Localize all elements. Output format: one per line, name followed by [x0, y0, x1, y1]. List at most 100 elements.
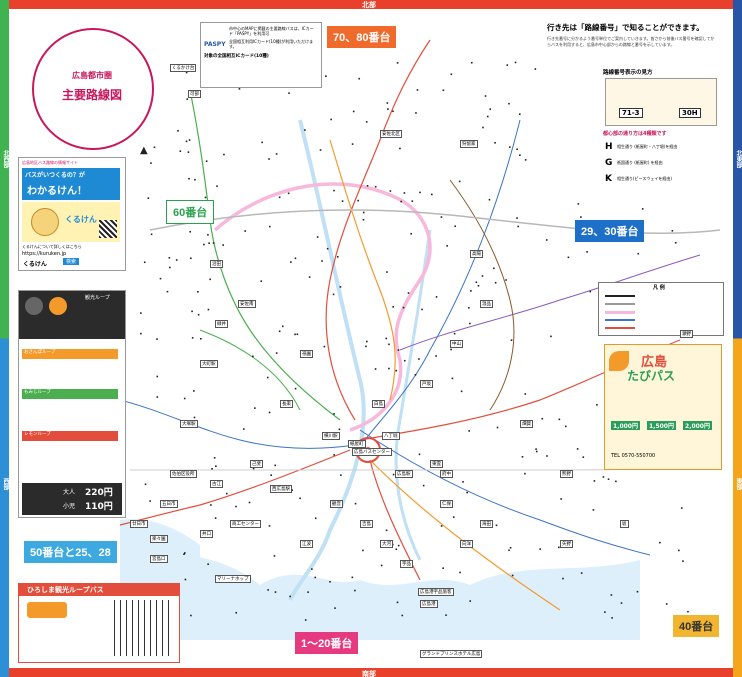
purple-route	[399, 254, 701, 351]
legend-line-black	[605, 295, 635, 297]
bus-stop-dot	[150, 233, 153, 236]
bus-stop-dot	[440, 216, 443, 218]
kuruken-ad: 広島地区バス路線の情報サイト バスがいつくるの？が わかるけん！ くるけん くる…	[18, 157, 126, 271]
bus-stop-dot	[607, 478, 610, 481]
bus-stop-dot	[211, 467, 213, 470]
place-label: 長束	[280, 400, 293, 408]
bus-stop-dot	[321, 260, 323, 262]
zone-label-70-80: 70、80番台	[327, 26, 397, 48]
bus-stop-dot	[188, 177, 190, 180]
tabi-tel: TEL 0570-550700	[611, 453, 656, 459]
bus-stop-dot	[514, 61, 517, 64]
bus-stop-dot	[207, 308, 210, 311]
bus-stop-dot	[450, 348, 452, 351]
edge-right-band	[733, 0, 742, 677]
bus-stop-dot	[191, 310, 193, 313]
bus-stop-dot	[332, 293, 335, 296]
bus-stop-dot	[156, 338, 158, 340]
bus-stop-dot	[338, 428, 341, 431]
bus-stop-dot	[466, 491, 468, 494]
place-label: 矢野	[560, 540, 573, 548]
route-type-g-label: G	[605, 158, 613, 168]
bus-stop-dot	[477, 284, 480, 287]
bus-stop-dot	[440, 525, 443, 527]
brown-route	[449, 179, 515, 411]
bus-stop-dot	[159, 277, 162, 280]
bus-stop-dot	[187, 151, 190, 153]
kanko-title-bg	[19, 584, 179, 596]
bus-stop-dot	[290, 261, 292, 263]
bus-stop-dot	[354, 502, 357, 505]
place-label: 坂	[620, 520, 629, 528]
bus-stop-dot	[671, 230, 674, 232]
kuruken-site-label: くるけんについて詳しくはこちら	[22, 244, 82, 249]
bus-stop-dot	[299, 497, 301, 500]
place-label: 向洋	[460, 540, 473, 548]
bus-stop-dot	[395, 369, 398, 372]
bus-stop-dot	[397, 544, 400, 547]
place-label: 己斐	[250, 460, 263, 468]
place-label: 観音	[330, 500, 343, 508]
bus-stop-dot	[604, 611, 606, 613]
bus-stop-dot	[386, 102, 389, 104]
bus-stop-dot	[184, 578, 187, 581]
bus-stop-dot	[446, 245, 448, 247]
kanko-timetable	[114, 600, 174, 656]
bus-stop-dot	[460, 390, 463, 393]
place-label: 瀬野	[680, 330, 693, 338]
edge-left-label: 西部	[2, 478, 9, 490]
bus-stop-dot	[191, 337, 194, 339]
bus-stop-dot	[336, 256, 339, 258]
bus-stop-dot	[620, 602, 623, 604]
bus-stop-dot	[362, 211, 365, 214]
bus-stop-dot	[362, 549, 364, 552]
bus-stop-dot	[407, 292, 410, 294]
bus-stop-dot	[567, 256, 570, 259]
bus-stop-dot	[197, 291, 199, 293]
bus-stop-dot	[266, 376, 269, 379]
loop-route-green: もみじループ	[22, 389, 118, 399]
bus-stop-dot	[222, 244, 224, 246]
bus-stop-dot	[564, 425, 567, 428]
bus-stop-dot	[534, 68, 537, 70]
place-label: 温品	[480, 300, 493, 308]
bus-stop-dot	[288, 92, 290, 94]
bus-stop-dot	[580, 572, 583, 574]
bus-stop-dot	[215, 465, 217, 468]
bus-stop-dot	[183, 397, 186, 400]
place-label: 西広島駅	[270, 485, 292, 493]
bus-stop-dot	[415, 112, 417, 114]
route-type-h-text: 相生通り (紙屋町・八丁堀)を経由	[617, 144, 678, 149]
bus-stop-dot	[403, 359, 406, 362]
bus-stop-dot	[294, 387, 297, 390]
bus-stop-dot	[430, 193, 433, 196]
pasupy-logo: PASPY	[204, 41, 226, 48]
bus-stop-dot	[558, 546, 560, 549]
leaf-icon	[609, 351, 629, 371]
bus-stop-dot	[287, 192, 290, 195]
bus-stop-dot	[341, 200, 344, 202]
bus-stop-dot	[268, 411, 271, 414]
bus-stop-dot	[516, 217, 518, 219]
place-label: 熊野	[560, 470, 573, 478]
place-label: 宇品	[400, 560, 413, 568]
bus-stop-dot	[275, 352, 278, 354]
bus-stop-dot	[333, 413, 335, 415]
bus-stop-dot	[212, 242, 215, 244]
bus-stop-dot	[143, 261, 146, 264]
place-label: 楽々園	[150, 535, 168, 543]
bus-stop-dot	[166, 290, 169, 293]
bus-stop-dot	[190, 257, 192, 260]
bus-stop-dot	[354, 589, 356, 592]
place-label: 廿日市	[130, 520, 148, 528]
place-label: 畑賀	[520, 420, 533, 428]
bus-stop-dot	[339, 286, 342, 288]
bus-stop-dot	[204, 196, 207, 199]
bus-stop-dot	[592, 509, 595, 511]
kanko-title: ひろしま観光ループバス	[27, 586, 104, 594]
place-label: 可部	[188, 90, 201, 98]
bus-stop-dot	[226, 492, 228, 495]
bus-stop-dot	[469, 600, 472, 602]
river	[394, 229, 432, 561]
bus-stop-dot	[385, 337, 388, 340]
